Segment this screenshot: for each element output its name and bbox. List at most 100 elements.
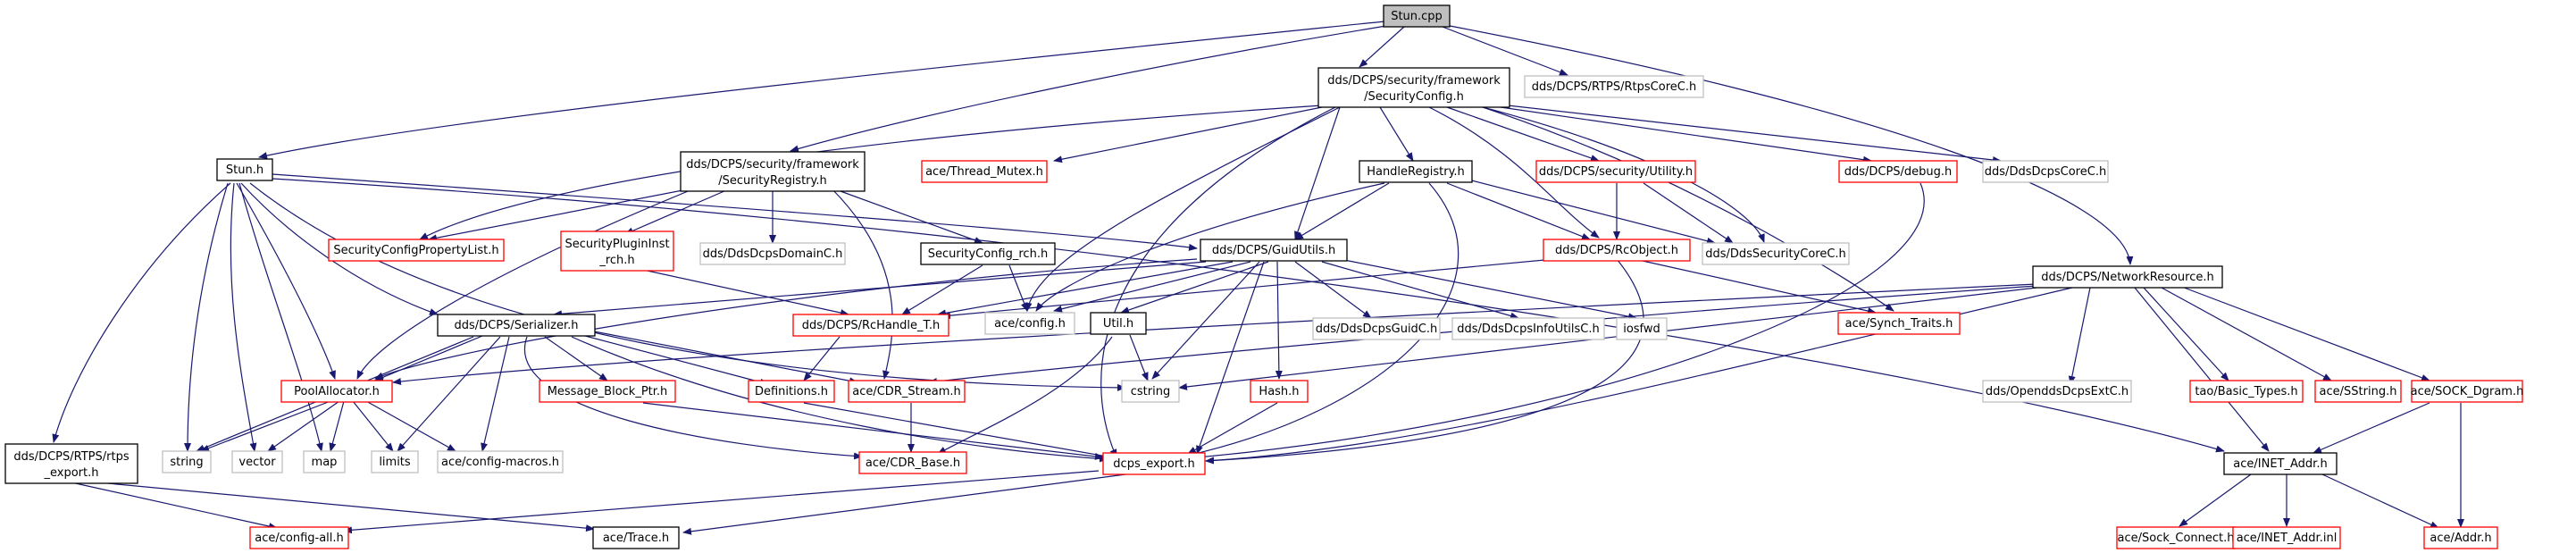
- node-map[interactable]: map: [303, 450, 346, 473]
- edge-handle-registry-to-dcps-export: [1178, 182, 1459, 459]
- node-config-rch[interactable]: SecurityConfig_rch.h: [920, 242, 1056, 265]
- node-opendds-dcps-ext-c[interactable]: dds/OpenddsDcpsExtC.h: [1982, 380, 2132, 403]
- edge-stun-cpp-to-security-registry: [790, 24, 1393, 153]
- nodes: Stun.cpp dds/DCPS/security/framework /Se…: [4, 4, 2524, 549]
- node-stun-h-label: Stun.h: [226, 163, 263, 177]
- edge-security-registry-to-pool-allocator: [356, 187, 698, 380]
- node-security-utility[interactable]: dds/DCPS/security/Utility.h: [1535, 160, 1696, 183]
- node-rtps-core-c-label: dds/DCPS/RTPS/RtpsCoreC.h: [1532, 80, 1696, 94]
- node-network-resource[interactable]: dds/DCPS/NetworkResource.h: [2032, 265, 2223, 289]
- node-guid-utils-label: dds/DCPS/GuidUtils.h: [1212, 244, 1335, 257]
- node-property-list[interactable]: SecurityConfigPropertyList.h: [328, 239, 505, 262]
- node-cdr-stream[interactable]: ace/CDR_Stream.h: [848, 380, 966, 403]
- node-pool-allocator[interactable]: PoolAllocator.h: [280, 380, 393, 403]
- edge-util-to-cstring: [1129, 334, 1149, 381]
- node-hash-label: Hash.h: [1259, 385, 1299, 398]
- edge-serializer-to-message-block: [544, 336, 608, 381]
- node-sock-dgram[interactable]: ace/SOCK_Dgram.h: [2411, 380, 2524, 403]
- edge-stun-h-to-pool-allocator: [236, 182, 336, 380]
- edge-rc-object-to-synch-traits: [1634, 258, 1877, 314]
- node-rc-handle[interactable]: dds/DCPS/RcHandle_T.h: [792, 314, 949, 337]
- node-util-h[interactable]: Util.h: [1090, 312, 1147, 335]
- node-dds-dcps-guid-c[interactable]: dds/DdsDcpsGuidC.h: [1312, 317, 1441, 340]
- node-stun-cpp[interactable]: Stun.cpp: [1383, 4, 1451, 28]
- node-limits-label: limits: [379, 456, 411, 469]
- node-inet-addr[interactable]: ace/INET_Addr.h: [2223, 452, 2338, 475]
- edge-dcps-export-to-config-all: [343, 470, 1100, 534]
- edge-utility-to-security-core-c: [1643, 182, 1734, 244]
- edge-guid-utils-to-hash: [1275, 261, 1283, 380]
- edge-security-registry-to-cdr-stream: [830, 187, 893, 380]
- edge-stun-cpp-to-rtps-core-c: [1442, 26, 1568, 76]
- edge-network-resource-to-cdr-stream: [928, 285, 2037, 385]
- node-cstring[interactable]: cstring: [1121, 380, 1180, 403]
- edge-network-resource-to-pool-allocator: [392, 283, 2037, 386]
- node-rc-handle-label: dds/DCPS/RcHandle_T.h: [802, 319, 941, 332]
- edge-stun-h-to-string: [184, 182, 229, 452]
- node-dds-dcps-domain-c[interactable]: dds/DdsDcpsDomainC.h: [699, 242, 846, 265]
- edge-network-resource-to-sock-dgram: [2179, 285, 2430, 381]
- node-synch-traits[interactable]: ace/Synch_Traits.h: [1837, 312, 1961, 335]
- edge-network-resource-to-cstring: [1178, 287, 2037, 390]
- node-ace-addr[interactable]: ace/Addr.h: [2423, 526, 2498, 549]
- node-debug-label: dds/DCPS/debug.h: [1844, 165, 1953, 179]
- edge-handle-registry-to-ace-config: [1035, 182, 1385, 312]
- node-sock-connect[interactable]: ace/Sock_Connect.h: [2116, 526, 2236, 549]
- node-ace-trace-label: ace/Trace.h: [603, 532, 669, 545]
- node-guid-utils[interactable]: dds/DCPS/GuidUtils.h: [1200, 239, 1348, 262]
- node-debug[interactable]: dds/DCPS/debug.h: [1838, 160, 1958, 183]
- node-dds-security-core-c[interactable]: dds/DdsSecurityCoreC.h: [1702, 242, 1850, 265]
- node-basic-types[interactable]: tao/Basic_Types.h: [2189, 380, 2304, 403]
- node-config-macros[interactable]: ace/config-macros.h: [437, 450, 564, 473]
- node-network-resource-label: dds/DCPS/NetworkResource.h: [2041, 271, 2213, 284]
- node-rtps-export-label-line2: _export.h: [44, 466, 99, 480]
- node-vector[interactable]: vector: [231, 450, 283, 473]
- node-definitions[interactable]: Definitions.h: [748, 380, 835, 403]
- node-hash[interactable]: Hash.h: [1250, 380, 1309, 403]
- node-dds-dcps-core-c[interactable]: dds/DdsDcpsCoreC.h: [1982, 160, 2109, 183]
- node-message-block[interactable]: Message_Block_Ptr.h: [539, 380, 676, 403]
- node-handle-registry[interactable]: HandleRegistry.h: [1359, 160, 1473, 183]
- node-util-h-label: Util.h: [1103, 317, 1133, 331]
- node-sstring-label: ace/SString.h: [2320, 385, 2397, 398]
- edge-security-config-to-property-list: [419, 105, 1323, 240]
- node-rtps-core-c[interactable]: dds/DCPS/RTPS/RtpsCoreC.h: [1524, 75, 1704, 98]
- node-rc-object[interactable]: dds/DCPS/RcObject.h: [1543, 239, 1691, 262]
- edge-config-rch-to-ace-config: [1008, 264, 1028, 312]
- node-inet-addr-inl[interactable]: ace/INET_Addr.inl: [2232, 526, 2341, 549]
- node-thread-mutex[interactable]: ace/Thread_Mutex.h: [921, 160, 1048, 183]
- node-ace-addr-label: ace/Addr.h: [2430, 532, 2491, 545]
- node-stun-h[interactable]: Stun.h: [216, 158, 273, 181]
- node-sstring[interactable]: ace/SString.h: [2314, 380, 2402, 403]
- edge-inet-addr-to-addr: [2321, 473, 2439, 529]
- node-ace-trace[interactable]: ace/Trace.h: [592, 526, 680, 549]
- node-cdr-stream-label: ace/CDR_Stream.h: [852, 385, 961, 398]
- node-serializer-label: dds/DCPS/Serializer.h: [455, 319, 579, 332]
- node-ace-config[interactable]: ace/config.h: [984, 312, 1075, 335]
- node-security-registry[interactable]: dds/DCPS/security/framework /SecurityReg…: [680, 151, 866, 192]
- edge-pool-allocator-to-string: [200, 400, 331, 452]
- node-serializer[interactable]: dds/DCPS/Serializer.h: [437, 314, 596, 337]
- node-config-all[interactable]: ace/config-all.h: [249, 526, 349, 549]
- node-definitions-label: Definitions.h: [755, 385, 828, 398]
- node-string[interactable]: string: [162, 450, 212, 473]
- edge-guid-utils-to-cstring: [1151, 261, 1260, 380]
- node-cdr-base[interactable]: ace/CDR_Base.h: [858, 451, 967, 474]
- node-security-config-label-line1: dds/DCPS/security/framework: [1327, 74, 1501, 88]
- node-pool-allocator-label: PoolAllocator.h: [294, 385, 380, 398]
- edge-handle-registry-to-security-core-c: [1464, 178, 1716, 245]
- edge-network-resource-to-sstring: [2161, 287, 2332, 381]
- edge-dcps-export-to-trace: [682, 473, 1126, 535]
- node-rtps-export-label-line1: dds/DCPS/RTPS/rtps: [13, 450, 129, 464]
- node-plugin-inst[interactable]: SecurityPluginInst _rch.h: [560, 230, 674, 272]
- node-limits[interactable]: limits: [371, 450, 419, 473]
- node-dds-dcps-info-utils-c[interactable]: dds/DdsDcpsInfoUtilsC.h: [1451, 317, 1605, 340]
- node-dcps-export[interactable]: dcps_export.h: [1102, 452, 1206, 475]
- edge-network-resource-to-basic-types: [2143, 287, 2229, 381]
- node-inet-addr-label: ace/INET_Addr.h: [2233, 457, 2327, 471]
- node-security-config[interactable]: dds/DCPS/security/framework /SecurityCon…: [1317, 67, 1510, 108]
- node-rtps-export[interactable]: dds/DCPS/RTPS/rtps _export.h: [4, 443, 138, 484]
- edge-stun-cpp-to-network-resource: [1444, 24, 2134, 265]
- node-iosfwd[interactable]: iosfwd: [1616, 317, 1668, 340]
